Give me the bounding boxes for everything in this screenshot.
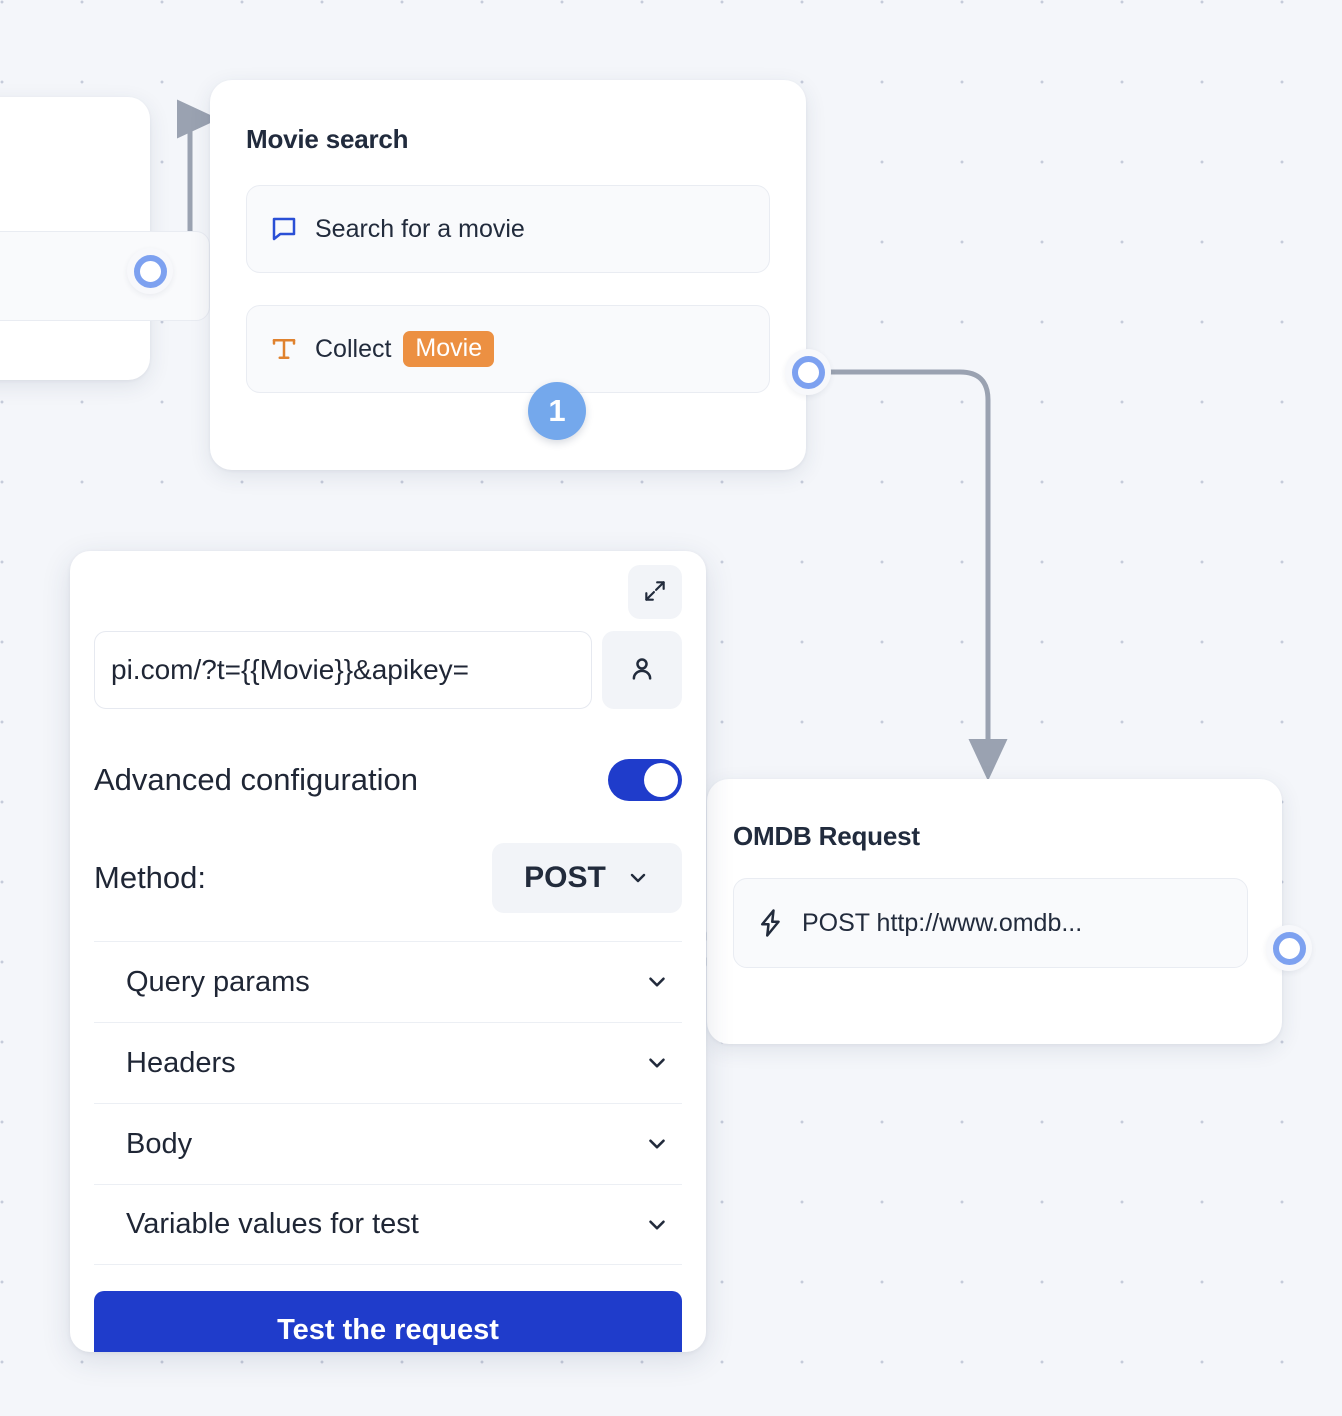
connector-port-left-node-output[interactable] [127, 248, 173, 294]
node-row-collect-movie[interactable]: Collect Movie [246, 305, 770, 393]
chevron-down-icon [644, 1050, 670, 1076]
expand-diagonal-icon [642, 578, 668, 607]
row-text: POST http://www.omdb... [802, 908, 1083, 937]
advanced-configuration-row: Advanced configuration [94, 759, 682, 801]
chevron-down-icon [644, 969, 670, 995]
panel-topbar [94, 551, 682, 619]
select-user-variable-button[interactable] [602, 631, 682, 709]
node-row-partial[interactable] [0, 231, 210, 321]
advanced-configuration-toggle[interactable] [608, 759, 682, 801]
method-row: Method: POST [94, 843, 682, 913]
url-row [94, 631, 682, 709]
accordion-label: Body [126, 1127, 193, 1160]
request-config-panel: Advanced configuration Method: POST Quer… [70, 551, 706, 1352]
variable-chip-movie[interactable]: Movie [403, 331, 495, 367]
accordion-item-body[interactable]: Body [94, 1103, 682, 1184]
connector-port-movie-search-output[interactable] [785, 349, 831, 395]
chevron-down-icon [644, 1212, 670, 1238]
node-row-label: Collect Movie [315, 331, 495, 367]
chevron-down-icon [626, 866, 650, 890]
advanced-configuration-label: Advanced configuration [94, 762, 419, 797]
row-text: Collect [315, 334, 392, 363]
request-url-input[interactable] [94, 631, 592, 709]
method-select[interactable]: POST [492, 843, 682, 913]
expand-panel-button[interactable] [628, 565, 682, 619]
accordion-item-variable-values-for-test[interactable]: Variable values for test [94, 1184, 682, 1265]
connector-port-omdb-output[interactable] [1266, 925, 1312, 971]
node-title-movie-search: Movie search [246, 124, 409, 154]
node-row-label: POST http://www.omdb... [802, 909, 1082, 938]
method-label: Method: [94, 860, 207, 895]
step-badge-1: 1 [528, 382, 586, 440]
chevron-down-icon [644, 1131, 670, 1157]
accordion-item-headers[interactable]: Headers [94, 1022, 682, 1103]
node-card-omdb-request[interactable]: OMDB Request POST http://www.omdb... [707, 779, 1282, 1044]
test-the-request-button[interactable]: Test the request [94, 1291, 682, 1352]
node-row-search-for-a-movie[interactable]: Search for a movie [246, 185, 770, 273]
node-card-partial-left[interactable] [0, 97, 210, 380]
node-card-movie-search[interactable]: Movie search Search for a movie Collect … [210, 80, 806, 470]
row-text: Search for a movie [315, 214, 525, 243]
accordion-item-query-params[interactable]: Query params [94, 941, 682, 1022]
node-title-omdb-request: OMDB Request [733, 821, 920, 851]
accordion-label: Query params [126, 965, 310, 998]
person-icon [627, 654, 657, 687]
message-bubble-icon [269, 214, 299, 244]
method-selected-value: POST [524, 861, 606, 894]
accordion-label: Variable values for test [126, 1208, 419, 1240]
lightning-bolt-icon [756, 908, 786, 938]
node-row-label: Search for a movie [315, 215, 525, 244]
edge-movie-to-omdb [827, 369, 1008, 782]
node-row-post-request[interactable]: POST http://www.omdb... [733, 878, 1248, 968]
request-sections-accordion: Query params Headers Body Variable value… [94, 941, 682, 1265]
accordion-label: Headers [126, 1046, 236, 1079]
text-type-icon [269, 334, 299, 364]
